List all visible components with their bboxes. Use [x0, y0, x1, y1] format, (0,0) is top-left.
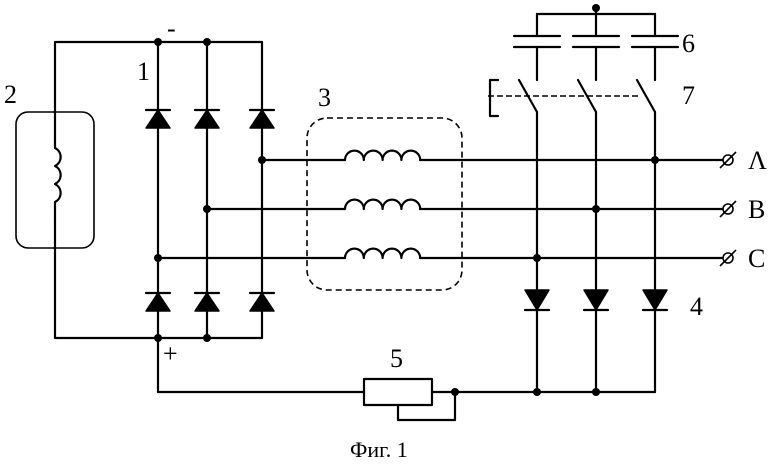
minus-sign: -: [167, 14, 176, 43]
phase-label-a: Λ: [748, 146, 767, 175]
bridge-rectifier: [144, 38, 276, 342]
output-diodes: [523, 156, 669, 396]
three-phase-choke: [306, 117, 463, 291]
figure-caption: Фиг. 1: [350, 437, 408, 462]
diode-upper-2: [194, 109, 220, 129]
diode-lower-3: [249, 292, 275, 312]
label-2: 2: [4, 80, 17, 109]
phase-lines: [156, 151, 737, 267]
phase-label-c: C: [748, 244, 765, 273]
excitation-winding: [15, 40, 160, 340]
label-6: 6: [682, 29, 695, 58]
diode-output-3: [642, 289, 668, 311]
label-1: 1: [137, 57, 150, 86]
diode-lower-2: [194, 292, 220, 312]
label-7: 7: [682, 81, 695, 110]
capacitor-bank: [512, 4, 680, 82]
phase-label-b: B: [748, 195, 765, 224]
diode-upper-3: [249, 109, 275, 129]
contactor: [488, 78, 657, 394]
terminal-a: [722, 154, 734, 166]
diode-output-2: [583, 289, 609, 311]
label-4: 4: [690, 292, 703, 321]
variable-resistor: [156, 336, 657, 422]
plus-sign: +: [163, 339, 178, 368]
diode-upper-1: [145, 109, 171, 129]
label-3: 3: [318, 83, 331, 112]
diode-output-1: [524, 289, 550, 311]
diode-lower-1: [145, 292, 171, 312]
label-5: 5: [390, 344, 403, 373]
terminal-c: [722, 252, 734, 264]
terminal-b: [722, 203, 734, 215]
